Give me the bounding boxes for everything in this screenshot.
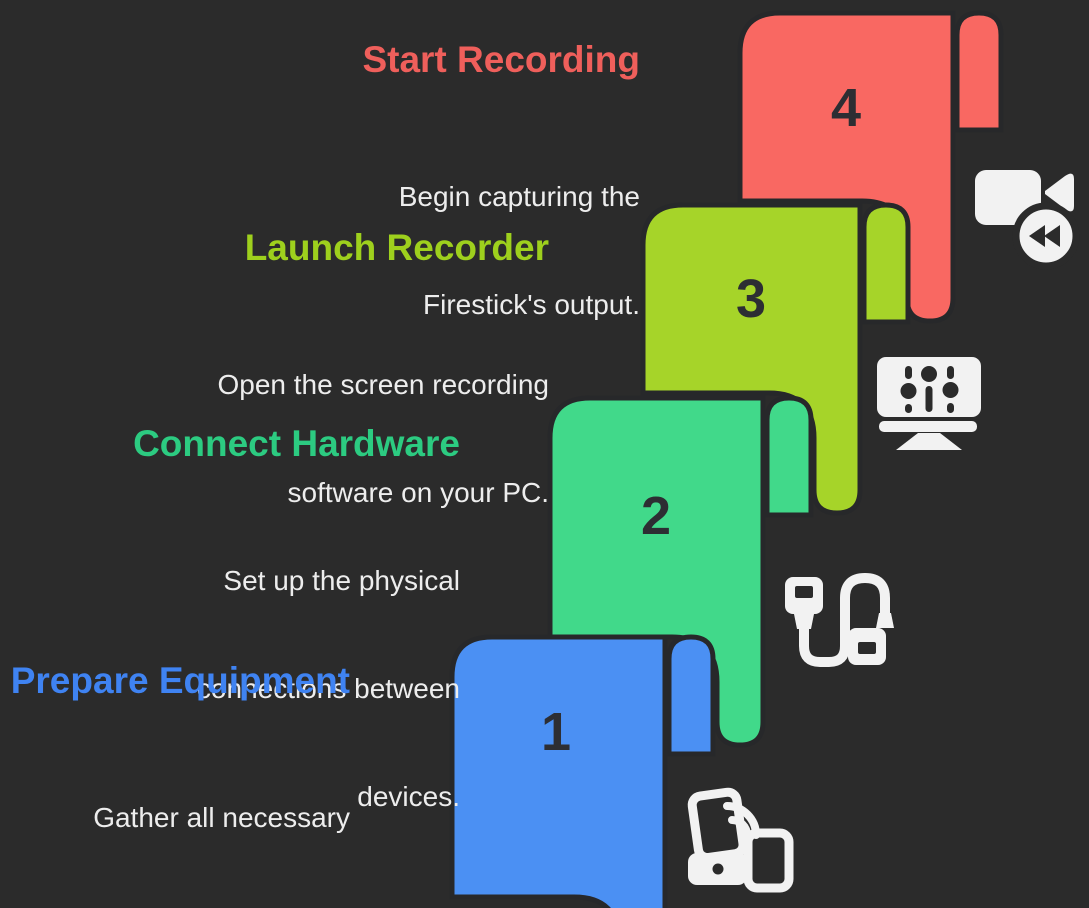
slider-knob [900, 383, 917, 399]
step-3-number: 3 [736, 269, 766, 329]
cable-cord [799, 572, 890, 667]
monitor-settings-icon [877, 357, 981, 450]
scroll-body [449, 634, 668, 908]
slider-track [925, 386, 933, 412]
usb-window [795, 586, 813, 598]
step-3-text: Launch Recorder Open the screen recordin… [217, 228, 549, 583]
step-2-text: Connect Hardware Set up the physical con… [133, 424, 460, 887]
step-3-title: Launch Recorder [244, 227, 549, 268]
step-2-title: Connect Hardware [133, 423, 460, 464]
step-4-number: 4 [831, 78, 861, 138]
scroll-back-curl [954, 10, 1004, 133]
step-1-text: Prepare Equipment Gather all necessary h… [11, 661, 350, 908]
scroll-back-curl [666, 634, 716, 757]
monitor-base-bar [879, 421, 977, 432]
slider-tick [905, 366, 912, 379]
rewind-chevron [1044, 225, 1060, 247]
camera-lens [1045, 173, 1074, 212]
usb-neck [794, 614, 814, 629]
step-3-shape: 3 [640, 202, 911, 516]
step-2-shape: 2 [547, 395, 814, 748]
device-button [712, 863, 724, 875]
step-3-description: Open the screen recording software on yo… [217, 369, 549, 508]
phone [743, 828, 794, 893]
slider-knob [942, 382, 959, 398]
scroll-back-curl [861, 202, 911, 325]
step-4-text: Start Recording Begin capturing the Fire… [362, 40, 640, 395]
slider-tick [947, 366, 954, 379]
device-wifi-phone-icon [687, 787, 794, 893]
step-1-title: Prepare Equipment [10, 660, 350, 701]
slider-tick [947, 403, 954, 413]
wifi-wave-inner [728, 816, 751, 839]
monitor-stand [896, 433, 962, 450]
step-1-number: 1 [541, 702, 571, 762]
step-4-title: Start Recording [362, 39, 640, 80]
tilted-device [687, 787, 748, 863]
usb-window [858, 642, 876, 654]
rewind-chevron [1029, 225, 1045, 247]
step-2-number: 2 [641, 486, 671, 546]
scroll-back-curl [764, 395, 814, 518]
step-2-description: Set up the physical connections between … [196, 565, 460, 812]
video-camera-rewind-icon [975, 170, 1080, 270]
usb-neck [876, 613, 894, 628]
step-4-description: Begin capturing the Firestick's output. [398, 181, 640, 320]
usb-cable-icon [785, 572, 894, 667]
slider-tick [905, 404, 912, 413]
step-1-description: Gather all necessary hardware and softwa… [93, 802, 350, 833]
slider-knob [921, 366, 937, 382]
step-1-shape: 1 [449, 634, 716, 908]
